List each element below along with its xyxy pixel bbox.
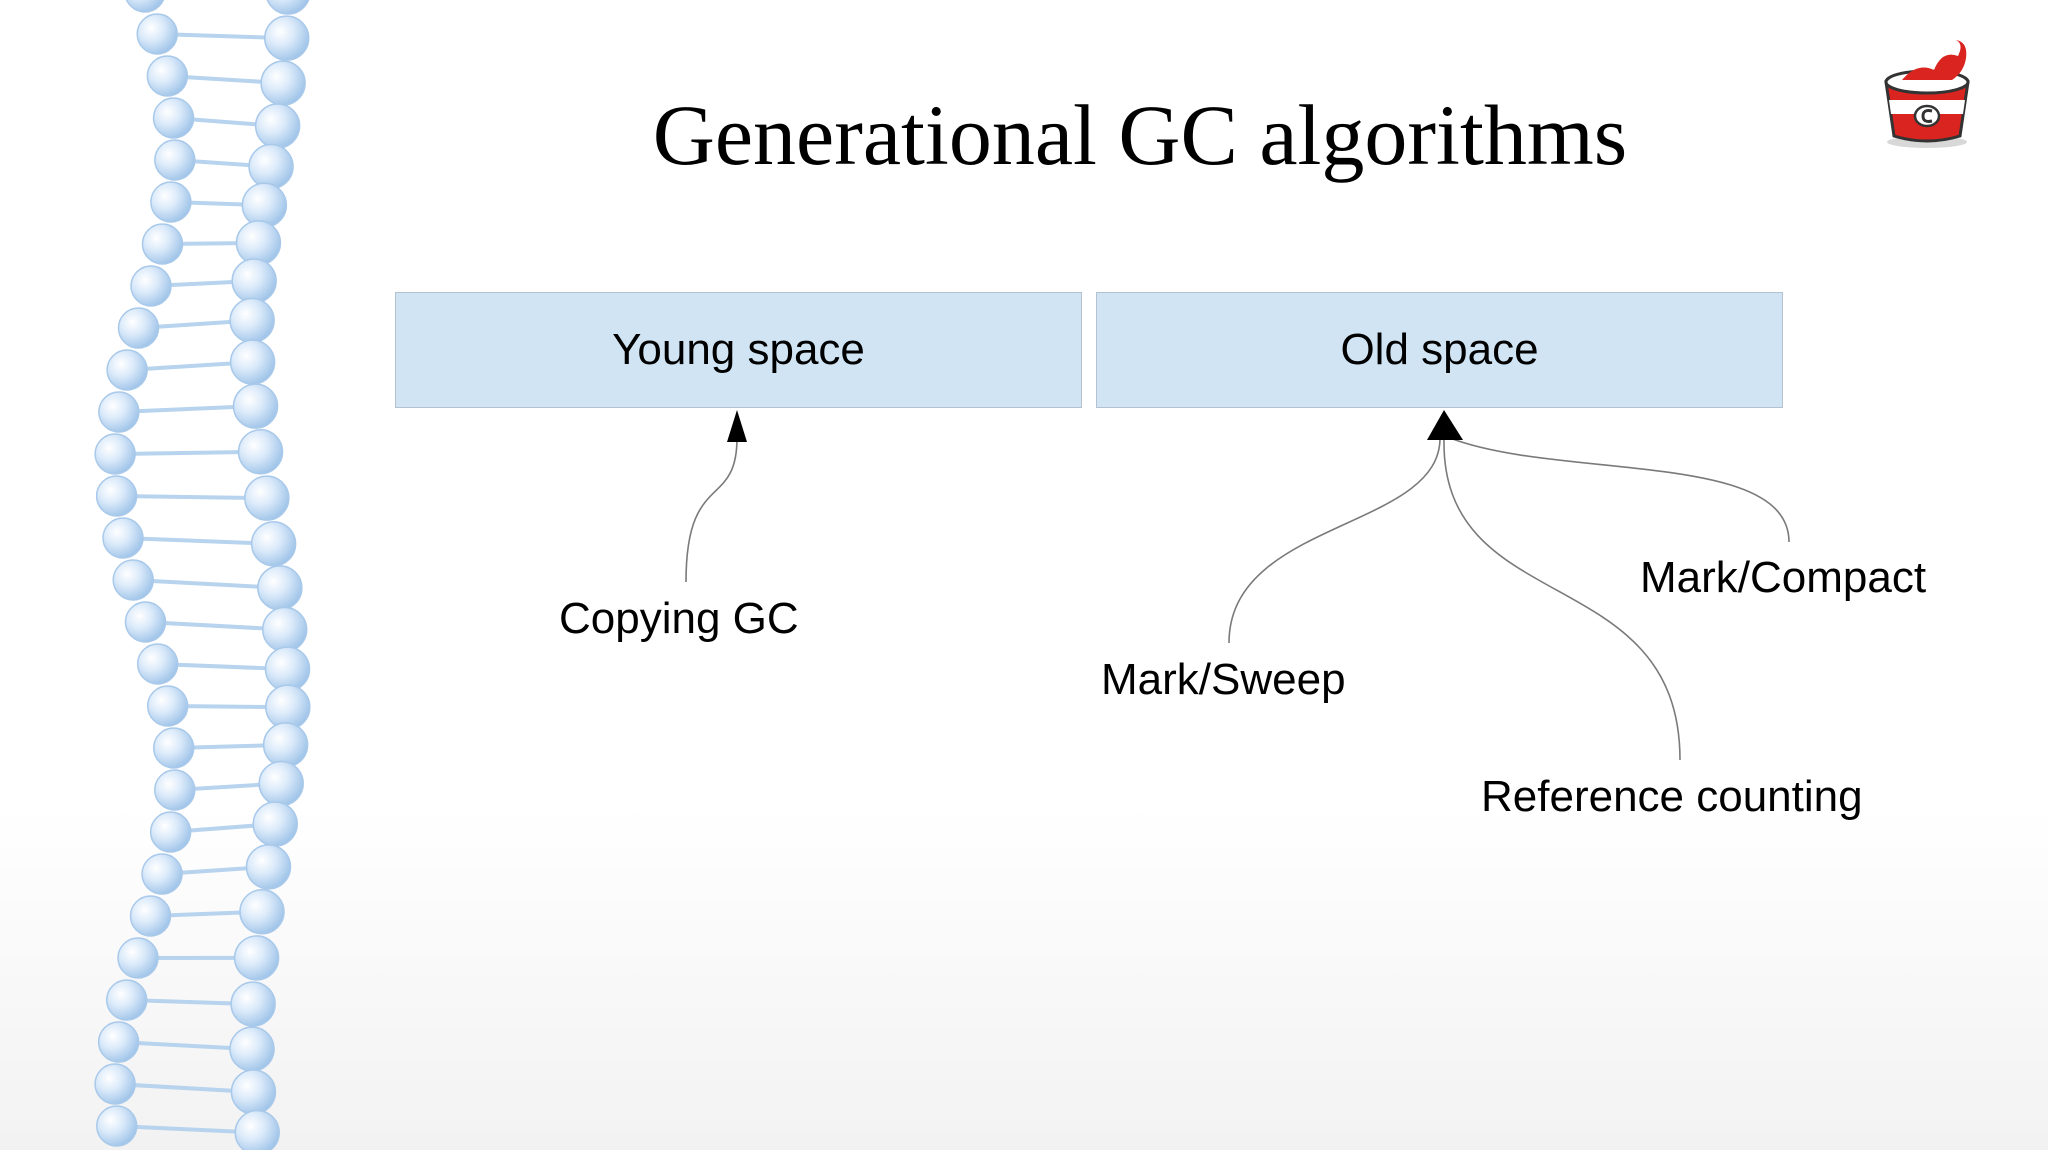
algorithm-reference-counting: Reference counting	[1481, 772, 1863, 821]
dna-helix-icon	[94, 0, 311, 1150]
young-space-label: Young space	[612, 325, 865, 374]
crystal-bucket-logo-icon	[1884, 40, 1970, 148]
dna-ball	[96, 1105, 138, 1147]
dna-ball	[130, 265, 172, 307]
dna-ball	[244, 475, 290, 521]
dna-rung	[116, 494, 267, 501]
dna-ball	[136, 643, 179, 685]
algorithm-copying-gc: Copying GC	[559, 594, 799, 643]
dna-rung	[122, 536, 274, 546]
dna-ball	[124, 601, 167, 643]
dna-ball	[234, 1109, 280, 1150]
dna-ball	[146, 685, 189, 727]
dna-ball	[149, 811, 192, 853]
dna-ball	[94, 1063, 136, 1105]
dna-ball	[154, 769, 196, 811]
dna-ball	[233, 935, 280, 981]
dna-ball	[263, 15, 310, 61]
algorithm-mark-compact: Mark/Compact	[1640, 553, 1927, 602]
connector-mark-compact	[1449, 437, 1790, 543]
arrowhead-old	[1427, 410, 1463, 440]
dna-ball	[95, 475, 138, 517]
dna-ball	[150, 181, 192, 223]
dna-ball	[230, 981, 276, 1027]
algorithm-mark-sweep: Mark/Sweep	[1101, 655, 1346, 704]
dna-ball	[112, 559, 154, 601]
dna-ball	[98, 391, 140, 433]
dna-rung	[145, 620, 285, 632]
connector-mark-sweep	[1228, 437, 1441, 644]
dna-ball	[97, 1021, 140, 1063]
dna-ball	[102, 517, 144, 559]
old-space-label: Old space	[1340, 325, 1539, 374]
dna-ball	[266, 0, 310, 15]
dna-ball	[94, 433, 136, 475]
dna-ball	[117, 937, 159, 979]
connector-copying-gc	[685, 437, 738, 583]
slide-title: Generational GC algorithms	[652, 87, 1628, 183]
dna-rung	[133, 578, 280, 590]
old-space-box: Old space	[1096, 292, 1783, 408]
dna-rung	[114, 1082, 254, 1094]
dna-ball	[125, 0, 165, 13]
dna-rung	[116, 1124, 258, 1135]
dna-ball	[245, 844, 292, 890]
dna-ball	[237, 429, 284, 475]
dna-ball	[232, 383, 279, 429]
dna-rung	[118, 404, 256, 414]
dna-ball	[250, 521, 297, 567]
dna-ball	[105, 979, 148, 1021]
young-space-box: Young space	[395, 292, 1082, 408]
dna-rung	[115, 449, 261, 456]
dna-ball	[152, 97, 195, 139]
dna-ball	[141, 223, 184, 265]
dna-ball	[129, 895, 172, 937]
arrowhead-young	[727, 410, 747, 442]
dna-ball	[146, 55, 189, 97]
dna-ball	[117, 307, 160, 349]
dna-ball	[154, 139, 196, 181]
dna-ball	[141, 853, 183, 895]
dna-ball	[136, 13, 178, 55]
dna-ball	[239, 889, 285, 935]
connector-reference-counting	[1443, 437, 1681, 761]
dna-ball	[106, 349, 148, 391]
dna-ball	[152, 727, 195, 769]
